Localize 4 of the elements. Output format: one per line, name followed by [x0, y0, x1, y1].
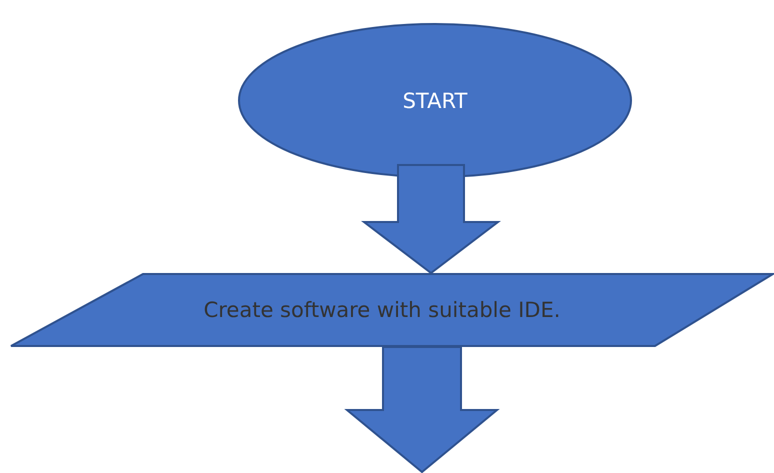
block-arrow — [344, 346, 500, 473]
block-arrow — [361, 164, 501, 274]
node-label: START — [402, 88, 468, 112]
node-label: Create software with suitable IDE. — [202, 298, 562, 322]
